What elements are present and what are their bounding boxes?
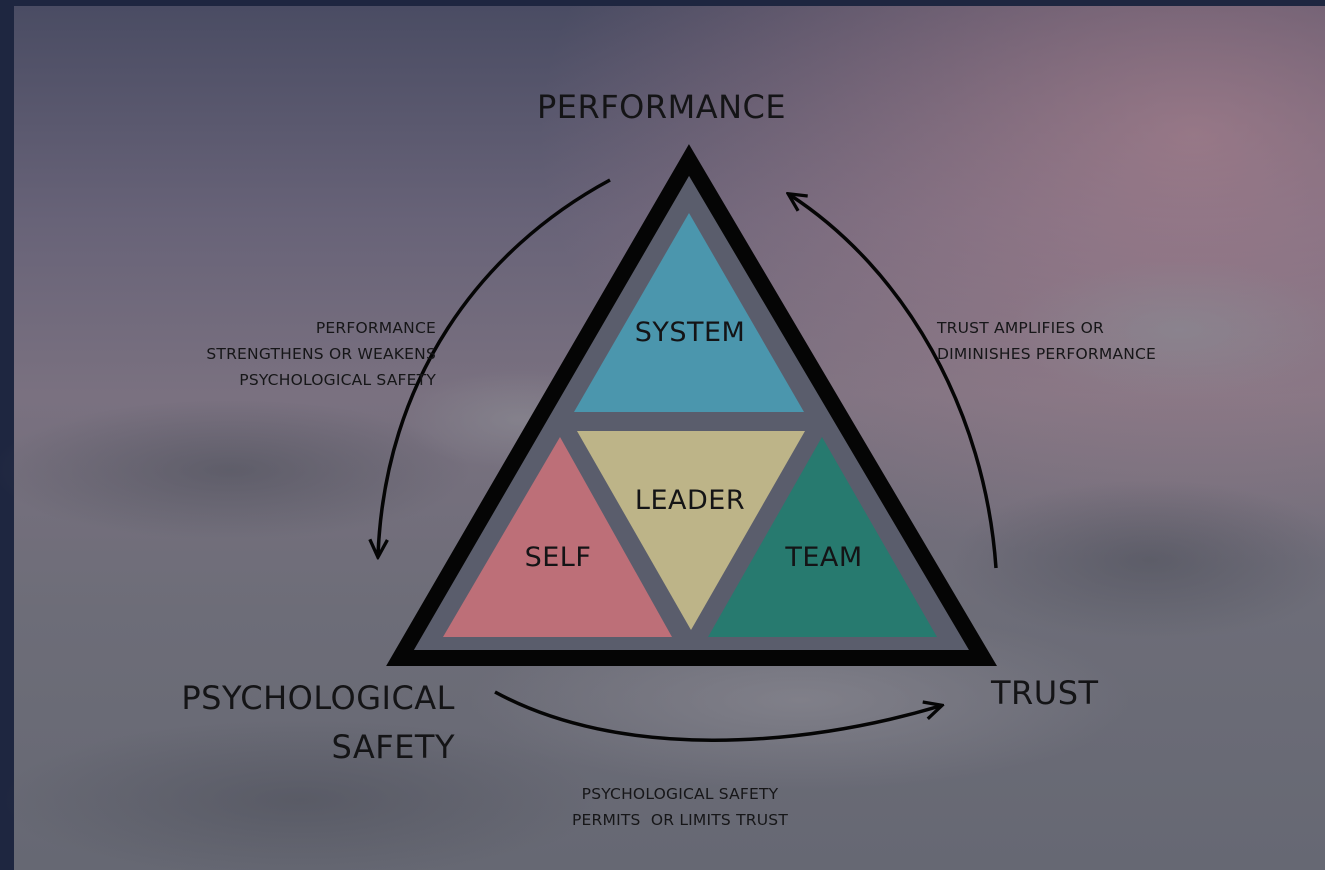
arrow-trust-to-performance [790, 195, 998, 569]
caption-line: PSYCHOLOGICAL SAFETY [581, 785, 779, 803]
vertex-label-psychological-safety: PSYCHOLOGICAL SAFETY [150, 674, 455, 772]
caption-line: DIMINISHES PERFORMANCE [937, 345, 1157, 363]
caption-right: TRUST AMPLIFIES OR DIMINISHES PERFORMANC… [937, 315, 1156, 367]
vertex-label-trust: TRUST [991, 674, 1099, 712]
arrow-performance-to-safety [378, 178, 611, 555]
system-triangle [574, 213, 804, 412]
leader-triangle [577, 431, 805, 630]
caption-line: PSYCHOLOGICAL SAFETY [239, 371, 436, 389]
arrow-safety-to-trust [494, 690, 940, 742]
team-label: TEAM [785, 542, 863, 573]
cloud-shape [0, 720, 600, 870]
caption-line: TRUST AMPLIFIES OR [937, 319, 1104, 337]
caption-line: PERFORMANCE [315, 319, 436, 337]
caption-line: STRENGTHENS OR WEAKENS [206, 345, 436, 363]
cloud-shape [0, 400, 470, 540]
caption-line: PERMITS OR LIMITS TRUST [572, 811, 788, 829]
leader-label: LEADER [634, 485, 746, 516]
caption-bottom: PSYCHOLOGICAL SAFETY PERMITS OR LIMITS T… [530, 781, 830, 833]
vertex-label-line: SAFETY [331, 728, 455, 766]
cloud-shape [1010, 260, 1325, 400]
vertex-label-line: PSYCHOLOGICAL [181, 679, 455, 717]
team-triangle [708, 437, 937, 637]
caption-left: PERFORMANCE STRENGTHENS OR WEAKENS PSYCH… [118, 315, 436, 393]
vertex-label-performance: PERFORMANCE [537, 88, 787, 126]
system-label: SYSTEM [634, 317, 746, 348]
self-label: SELF [524, 542, 592, 573]
self-triangle [443, 437, 672, 637]
cloud-shape [950, 480, 1325, 640]
